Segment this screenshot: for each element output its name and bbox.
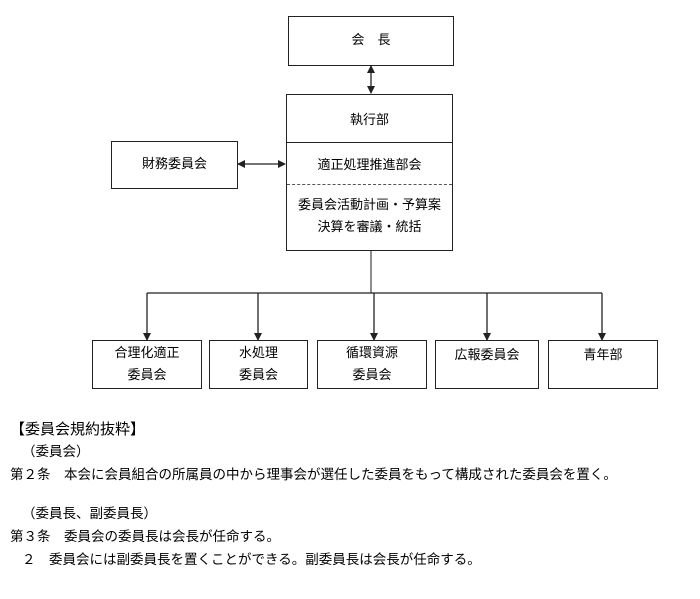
committee-box-3: 循環資源 委員会 [317, 340, 427, 389]
finance-committee-label: 財務委員会 [141, 157, 207, 172]
executive-box: 執行部 適正処理推進部会 委員会活動計画・予算案 決算を審議・統括 [286, 94, 453, 251]
executive-title: 執行部 [287, 95, 452, 143]
committee-3-line-2: 委員会 [352, 367, 392, 383]
committee-box-5: 青年部 [548, 340, 658, 389]
executive-desc-line-2: 決算を審議・統括 [317, 220, 422, 235]
section-chair-title: （委員長、副委員長） [22, 506, 157, 522]
committee-1-line-2: 委員会 [127, 367, 167, 383]
article-2: 第２条 本会に会員組合の所属員の中から理事会が選任した委員をもって構成された委員… [10, 467, 617, 483]
executive-description: 委員会活動計画・予算案 決算を審議・統括 [287, 185, 452, 249]
section-committee-title: （委員会） [22, 444, 90, 460]
bylaws-heading: 【委員会規約抜粋】 [10, 420, 146, 438]
president-label: 会 長 [351, 33, 391, 48]
article-3: 第３条 委員会の委員長は会長が任命する。 [10, 529, 280, 545]
committee-2-line-2: 委員会 [238, 367, 278, 383]
executive-desc-line-1: 委員会活動計画・予算案 [297, 198, 441, 213]
committee-3-line-1: 循環資源 [345, 345, 398, 361]
committee-box-1: 合理化適正 委員会 [92, 340, 202, 389]
committee-2-line-1: 水処理 [238, 345, 278, 361]
executive-subunit: 適正処理推進部会 [287, 142, 452, 185]
article-3-paragraph-2: ２ 委員会には副委員長を置くことができる。副委員長は会長が任命する。 [22, 552, 481, 568]
committee-box-4: 広報委員会 [435, 340, 539, 389]
president-box: 会 長 [288, 16, 454, 66]
committee-4-line-1: 広報委員会 [454, 348, 520, 363]
committee-1-line-1: 合理化適正 [114, 345, 180, 361]
committee-5-line-1: 青年部 [583, 348, 623, 363]
bylaws-excerpt: 【委員会規約抜粋】 （委員会） 第２条 本会に会員組合の所属員の中から理事会が選… [10, 418, 690, 572]
committee-box-2: 水処理 委員会 [209, 340, 308, 389]
finance-committee-box: 財務委員会 [111, 141, 238, 189]
org-chart-connectors [143, 65, 606, 341]
